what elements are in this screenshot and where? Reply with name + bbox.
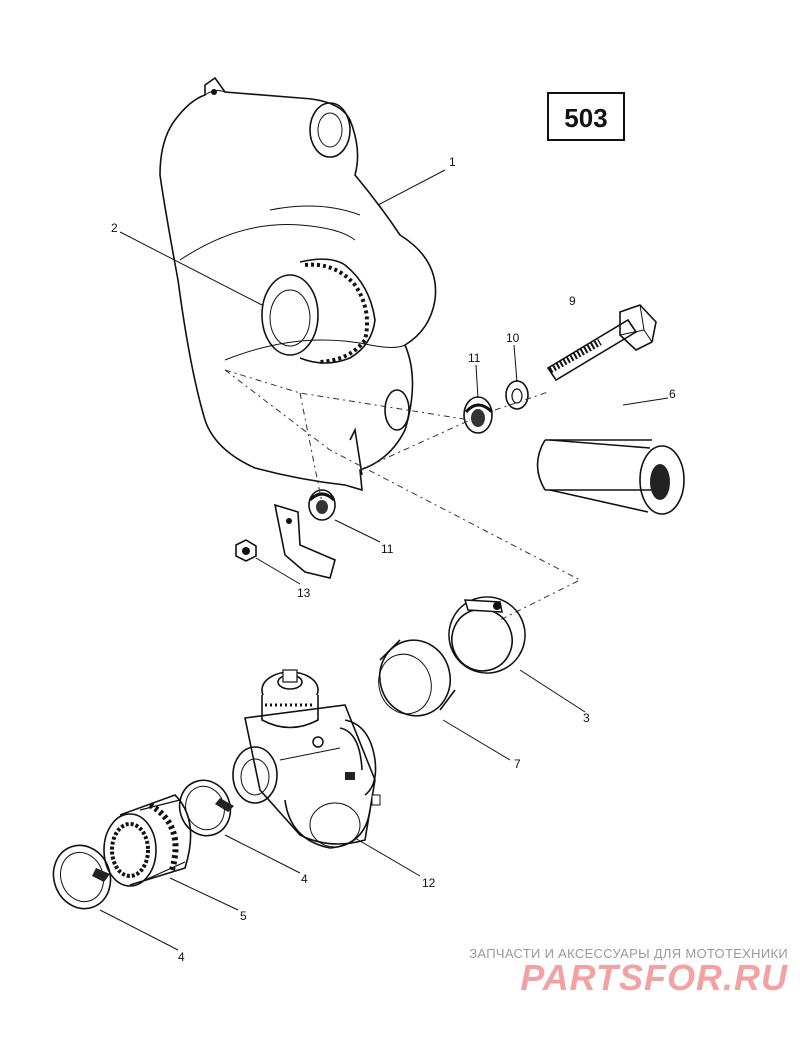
callout-5: 5	[240, 909, 247, 923]
carburetor-12	[232, 669, 381, 849]
watermark-tagline: ЗАПЧАСТИ И АКСЕССУАРЫ ДЛЯ МОТОТЕХНИКИ	[469, 946, 788, 961]
air-silencer-housing	[159, 76, 437, 492]
rubber-flange-5	[103, 794, 192, 887]
callout-11-upper: 11	[468, 351, 481, 365]
intake-tube	[261, 258, 376, 364]
sleeve-6	[536, 439, 685, 515]
callout-1: 1	[449, 155, 456, 169]
assembly-lines	[224, 369, 582, 621]
spacer-11-lower	[308, 489, 336, 521]
callout-3: 3	[583, 711, 590, 725]
clamp-3	[448, 596, 526, 674]
callout-9: 9	[569, 294, 576, 308]
callout-7: 7	[514, 757, 521, 771]
callout-10: 10	[506, 331, 520, 345]
callout-13: 13	[297, 586, 311, 600]
callout-6: 6	[669, 387, 676, 401]
engine-label-box: 503	[547, 92, 625, 141]
callout-4-lower: 4	[178, 950, 185, 964]
watermark: ЗАПЧАСТИ И АКСЕССУАРЫ ДЛЯ МОТОТЕХНИКИ PA…	[469, 946, 788, 998]
nut-13	[235, 539, 257, 562]
engine-label: 503	[564, 103, 607, 133]
watermark-brand: PARTSFOR.RU	[520, 957, 788, 998]
spacer-11-upper	[463, 396, 494, 434]
washer-10	[505, 380, 529, 410]
leader-lines	[99, 169, 669, 951]
mounting-bracket	[273, 503, 336, 579]
callout-2: 2	[111, 221, 118, 235]
clamp-4-lower	[52, 844, 112, 910]
bolt-9	[546, 304, 657, 382]
callouts: 1 2 9 10 11 6 11 13 3 7 12 4 5 4	[111, 155, 676, 964]
rubber-ring-7	[378, 639, 456, 717]
callout-4-upper: 4	[301, 872, 308, 886]
callout-11-lower: 11	[381, 542, 394, 556]
clamp-4-upper	[178, 779, 234, 837]
callout-12: 12	[422, 876, 436, 890]
